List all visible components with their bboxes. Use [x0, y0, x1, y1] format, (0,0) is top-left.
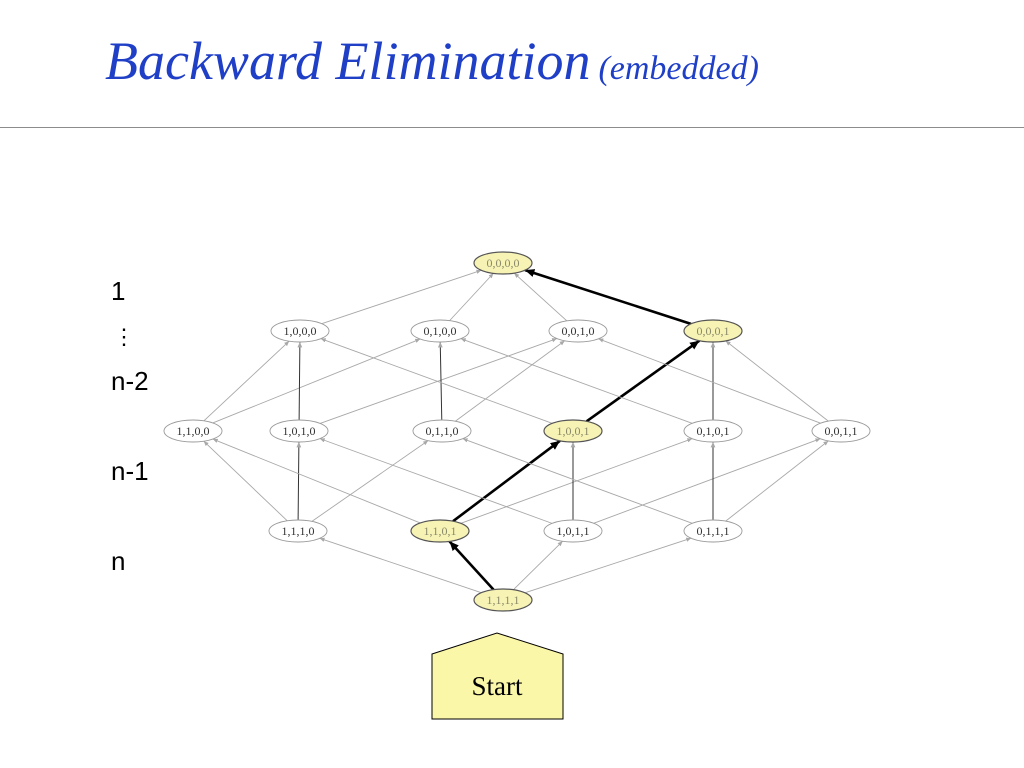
node-ellipse — [268, 519, 328, 543]
node-0110[interactable]: 0,1,1,0 — [412, 419, 472, 443]
node-ellipse — [412, 419, 472, 443]
edge-0100-to-0000 — [449, 273, 494, 321]
node-ellipse — [811, 419, 871, 443]
node-1110[interactable]: 1,1,1,0 — [268, 519, 328, 543]
edge-0111-to-0110 — [462, 438, 693, 524]
path-edge-1111-to-1101 — [448, 540, 495, 591]
node-ellipse — [269, 419, 329, 443]
level-label-n: n — [111, 546, 126, 576]
node-ellipse — [473, 588, 533, 612]
edge-1110-to-1100 — [203, 440, 288, 522]
node-label: 1,1,1,0 — [282, 524, 315, 538]
node-0001[interactable]: 0,0,0,1 — [683, 319, 743, 343]
node-label: 0,1,0,0 — [424, 324, 457, 338]
node-label: 0,0,1,0 — [562, 324, 595, 338]
node-0101[interactable]: 0,1,0,1 — [683, 419, 743, 443]
node-ellipse — [683, 519, 743, 543]
node-ellipse — [548, 319, 608, 343]
node-label: 0,0,1,1 — [825, 424, 858, 438]
node-ellipse — [270, 319, 330, 343]
edge-1101-to-1100 — [212, 438, 421, 524]
node-label: 1,0,1,1 — [557, 524, 590, 538]
node-label: 1,0,0,0 — [284, 324, 317, 338]
node-1001[interactable]: 1,0,0,1 — [543, 419, 603, 443]
edge-0101-to-0100 — [460, 338, 693, 424]
node-0111[interactable]: 0,1,1,1 — [683, 519, 743, 543]
node-1011[interactable]: 1,0,1,1 — [543, 519, 603, 543]
start-marker[interactable]: Start — [431, 632, 564, 720]
edge-0010-to-0000 — [513, 272, 568, 322]
level-label-1: 1 — [111, 276, 126, 306]
node-label: 0,0,0,0 — [487, 256, 520, 270]
edge-1100-to-1000 — [203, 340, 290, 422]
node-0011[interactable]: 0,0,1,1 — [811, 419, 871, 443]
edge-1111-to-0111 — [524, 537, 692, 594]
edge-1111-to-1110 — [319, 537, 482, 594]
edge-1100-to-0100 — [212, 338, 421, 424]
node-label: 0,1,0,1 — [697, 424, 730, 438]
node-1000[interactable]: 1,0,0,0 — [270, 319, 330, 343]
edge-0110-to-0010 — [455, 340, 565, 422]
start-pentagon — [431, 632, 564, 720]
level-label-n-1: n-1 — [111, 456, 149, 486]
title-divider — [0, 127, 1024, 128]
node-ellipse — [543, 519, 603, 543]
edge-1111-to-1011 — [513, 540, 563, 591]
node-ellipse — [683, 419, 743, 443]
path-edge-1101-to-1001 — [452, 439, 561, 523]
title-subtitle: (embedded) — [598, 50, 759, 87]
node-label: 1,1,1,1 — [487, 593, 520, 607]
edge-0111-to-0011 — [725, 440, 829, 522]
node-ellipse — [163, 419, 223, 443]
node-1101[interactable]: 1,1,0,1 — [410, 519, 470, 543]
slide-title: Backward Elimination(embedded) — [105, 30, 759, 92]
edge-1010-to-0010 — [319, 338, 558, 424]
node-0010[interactable]: 0,0,1,0 — [548, 319, 608, 343]
node-ellipse — [543, 419, 603, 443]
edge-1011-to-1010 — [319, 438, 553, 524]
level-label-n-2: n-2 — [111, 366, 149, 396]
node-0100[interactable]: 0,1,0,0 — [410, 319, 470, 343]
edge-1110-to-1010 — [296, 441, 302, 521]
node-label: 0,1,1,1 — [697, 524, 730, 538]
edge-1000-to-0000 — [321, 269, 482, 325]
start-label: Start — [472, 671, 523, 701]
edge-1011-to-0011 — [593, 438, 821, 524]
level-label-dots: ⋮ — [113, 324, 135, 349]
node-label: 1,0,0,1 — [557, 424, 590, 438]
edge-0110-to-0100 — [437, 341, 443, 421]
node-1100[interactable]: 1,1,0,0 — [163, 419, 223, 443]
node-label: 0,0,0,1 — [697, 324, 730, 338]
edge-0011-to-0001 — [725, 340, 829, 422]
node-label: 0,1,1,0 — [426, 424, 459, 438]
title-main: Backward Elimination — [105, 31, 591, 91]
node-label: 1,1,0,1 — [424, 524, 457, 538]
edge-1010-to-1000 — [297, 341, 303, 421]
node-ellipse — [473, 251, 533, 275]
node-1111[interactable]: 1,1,1,1 — [473, 588, 533, 612]
edge-0011-to-0010 — [598, 338, 821, 424]
node-ellipse — [410, 319, 470, 343]
path-edge-1001-to-0001 — [585, 339, 701, 423]
edge-1110-to-0110 — [311, 440, 429, 522]
node-1010[interactable]: 1,0,1,0 — [269, 419, 329, 443]
node-ellipse — [683, 319, 743, 343]
node-ellipse — [410, 519, 470, 543]
node-label: 1,0,1,0 — [283, 424, 316, 438]
path-edge-0001-to-0000 — [524, 268, 692, 326]
edge-1001-to-1000 — [320, 338, 553, 424]
node-label: 1,1,0,0 — [177, 424, 210, 438]
node-0000[interactable]: 0,0,0,0 — [473, 251, 533, 275]
